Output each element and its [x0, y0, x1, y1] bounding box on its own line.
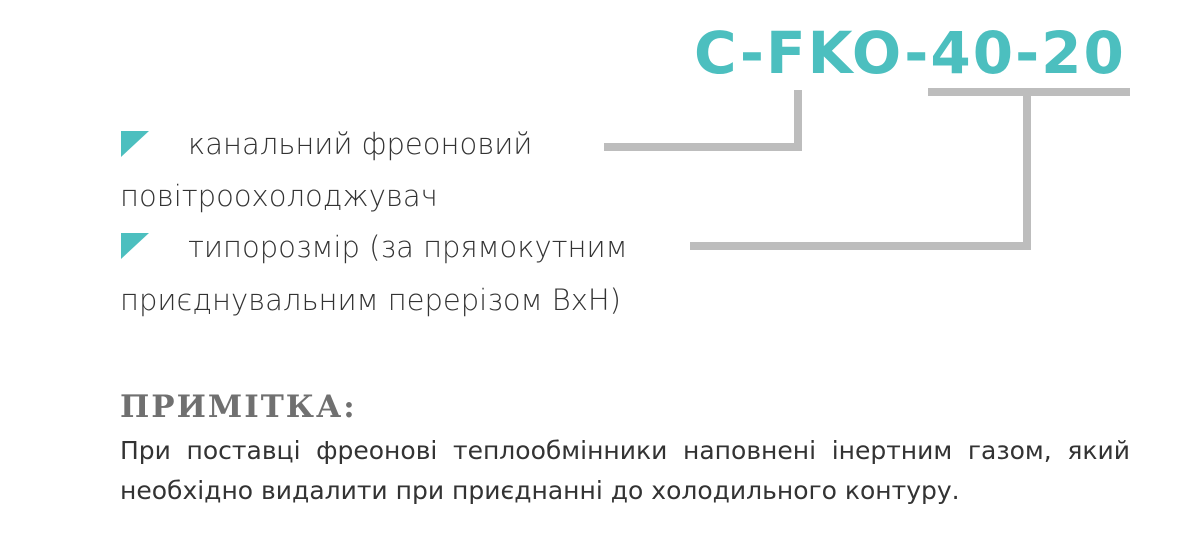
item-1-line-1: канальний фреоновий [188, 127, 533, 161]
connector-item-1 [604, 90, 802, 151]
item-2-line-2: приєднувальним перерізом ВхН) [120, 283, 622, 317]
connector-item-2 [690, 92, 1031, 250]
triangle-marker-icon [121, 233, 149, 259]
note-heading: ПРИМІТКА: [120, 389, 357, 425]
triangle-marker-icon [121, 131, 149, 157]
model-code-title: C-FKO-40-20 [694, 19, 1126, 87]
item-1-line-2: повітроохолоджувач [120, 179, 438, 213]
item-2-line-1: типорозмір (за прямокутним [188, 230, 628, 264]
note-text: При поставці фреонові теплообмінники нап… [120, 436, 1130, 505]
